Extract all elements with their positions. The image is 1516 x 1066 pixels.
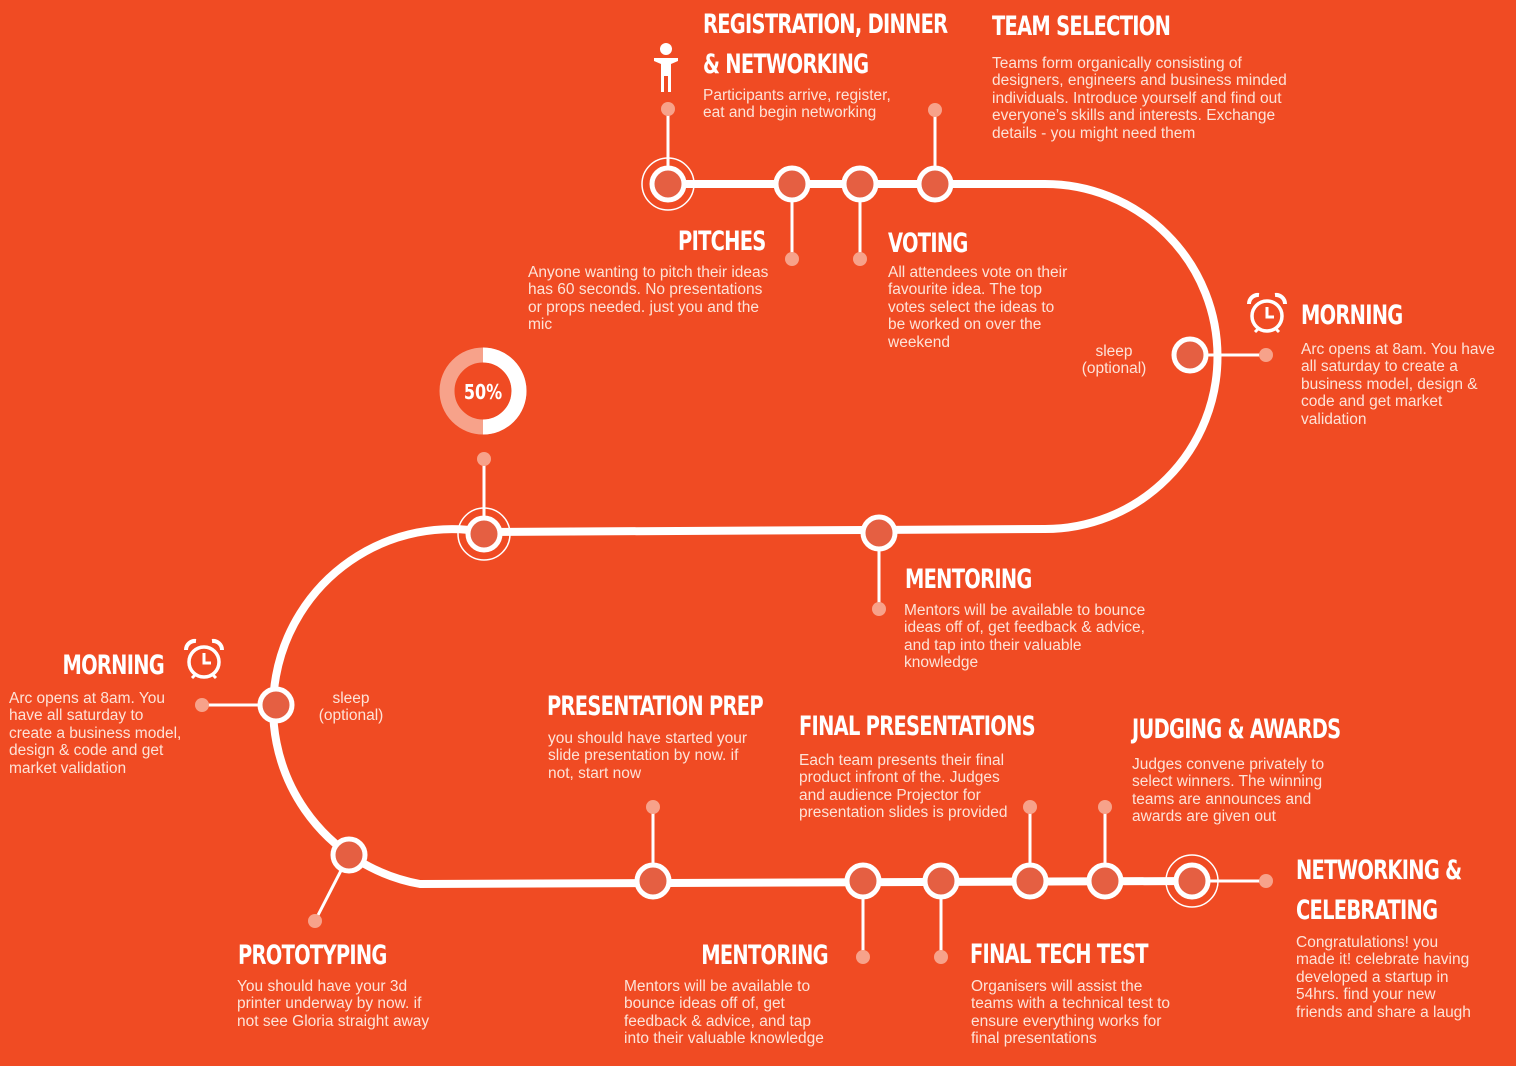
mentoring-1-connector-dot: [872, 602, 886, 616]
pitches-connector-dot: [785, 252, 799, 266]
networking-celebrating-connector-dot: [1259, 874, 1273, 888]
morning-sat-desc: Arc opens at 8am. You have all saturday …: [1301, 341, 1495, 428]
networking-celebrating-title-line2: Celebrating: [1296, 895, 1438, 926]
judging-connector-dot: [1098, 800, 1112, 814]
voting-node: [841, 165, 879, 203]
registration-connector-dot: [661, 102, 675, 116]
mentoring-2-title: Mentoring: [701, 940, 828, 971]
mentoring-2-connector-dot: [856, 950, 870, 964]
morning-sun-connector-dot: [195, 698, 209, 712]
judging-node: [1086, 862, 1124, 900]
team-selection-node: [916, 165, 954, 203]
registration-title-line2: & Networking: [703, 49, 869, 80]
team-selection-title: Team Selection: [992, 11, 1171, 42]
sleep-label: sleep (optional): [318, 690, 384, 725]
mentoring-2-node: [844, 862, 882, 900]
prototyping-connector-dot: [308, 914, 322, 928]
morning-sat-title: Morning: [1301, 300, 1403, 331]
presentation-prep-node: [634, 862, 672, 900]
halfway-outer-ring: [457, 507, 511, 561]
pitches-title: Pitches: [678, 226, 766, 257]
mentoring-2-desc: Mentors will be available to bounce idea…: [624, 978, 824, 1048]
team-selection-desc: Teams form organically consisting of des…: [992, 55, 1287, 142]
judging-desc: Judges convene privately to select winne…: [1132, 756, 1325, 826]
final-tech-test-connector-dot: [934, 950, 948, 964]
person-icon: [654, 43, 678, 92]
networking-celebrating-outer-ring: [1165, 854, 1219, 908]
final-presentations-desc: Each team presents their final product i…: [799, 752, 1008, 822]
registration-desc: Participants arrive, register, eat and b…: [703, 87, 891, 122]
pitches-desc: Anyone wanting to pitch their ideas has …: [528, 264, 769, 334]
halfway-node: [465, 515, 503, 553]
morning-sun-title: Morning: [62, 650, 164, 681]
alarm-clock-icon: [183, 638, 225, 680]
prototyping-node: [330, 836, 368, 874]
sleep-label: sleep (optional): [1081, 343, 1147, 378]
networking-celebrating-title: Networking &: [1296, 855, 1462, 886]
voting-title: Voting: [888, 228, 968, 259]
alarm-clock-icon: [1246, 292, 1288, 334]
networking-celebrating-desc: Congratulations! you made it! celebrate …: [1296, 934, 1471, 1021]
progress-ring: 50%: [439, 347, 527, 435]
presentation-prep-connector-dot: [646, 800, 660, 814]
morning-sat-connector-dot: [1259, 348, 1273, 362]
morning-sun-node: [257, 686, 295, 724]
presentation-prep-title: Presentation Prep: [547, 691, 764, 722]
final-tech-test-node: [922, 862, 960, 900]
voting-connector-dot: [853, 252, 867, 266]
registration-title: Registration, Dinner: [703, 9, 948, 40]
mentoring-1-title: Mentoring: [905, 564, 1032, 595]
final-presentations-connector-dot: [1023, 800, 1037, 814]
final-tech-test-desc: Organisers will assist the teams with a …: [971, 978, 1171, 1048]
registration-outer-ring: [641, 157, 695, 211]
pitches-node: [773, 165, 811, 203]
registration-node: [649, 165, 687, 203]
networking-celebrating-node: [1173, 862, 1211, 900]
presentation-prep-desc: you should have started your slide prese…: [548, 730, 748, 782]
judging-title: Judging & Awards: [1132, 714, 1341, 745]
morning-sun-desc: Arc opens at 8am. You have all saturday …: [9, 690, 182, 777]
team-selection-connector-dot: [928, 103, 942, 117]
final-tech-test-title: Final Tech Test: [970, 939, 1149, 970]
mentoring-1-node: [860, 514, 898, 552]
halfway-connector-dot: [477, 452, 491, 466]
progress-label: 50%: [464, 381, 502, 404]
final-presentations-title: Final Presentations: [799, 711, 1036, 742]
prototyping-title: Prototyping: [238, 940, 387, 971]
mentoring-1-desc: Mentors will be available to bounce idea…: [904, 602, 1146, 672]
prototyping-desc: You should have your 3d printer underway…: [237, 978, 430, 1030]
progress-ring-fill: [482, 347, 527, 435]
morning-sat-node: [1171, 336, 1209, 374]
final-presentations-node: [1011, 862, 1049, 900]
voting-desc: All attendees vote on their favourite id…: [888, 264, 1068, 351]
